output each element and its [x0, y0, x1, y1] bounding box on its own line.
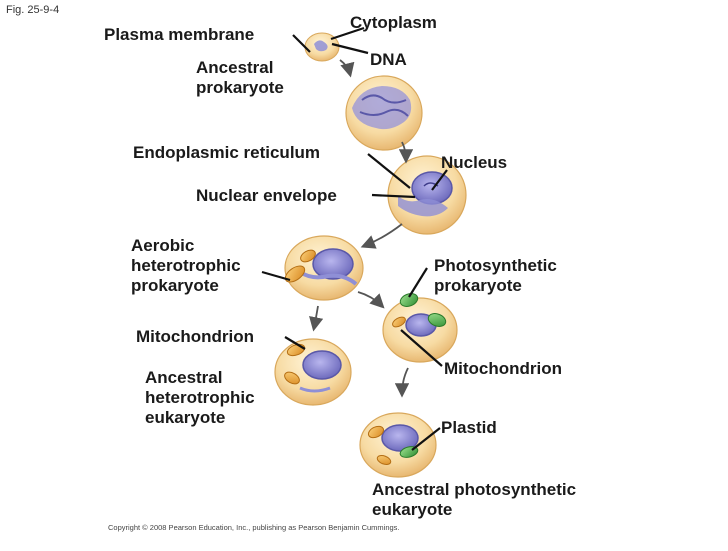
label-mitochondrion-right: Mitochondrion	[444, 359, 563, 378]
label-plastid: Plastid	[441, 418, 497, 437]
label-aerobic-line3: prokaryote	[131, 276, 219, 295]
nucleated-cell	[387, 155, 467, 235]
arrow-6	[394, 367, 410, 398]
label-ape-line1: Ancestral photosynthetic	[372, 480, 577, 499]
label-ahe-line3: eukaryote	[145, 408, 226, 427]
label-ancestral-prokaryote-line1: Ancestral	[196, 58, 274, 77]
label-cytoplasm: Cytoplasm	[350, 13, 437, 32]
engulfing-cell	[284, 235, 364, 301]
label-aerobic-line1: Aerobic	[131, 236, 195, 255]
process-arrows	[309, 59, 414, 398]
leader-aerobic-prokaryote	[261, 270, 291, 282]
leader-plastid	[411, 427, 441, 451]
label-aerobic-line2: heterotrophic	[131, 256, 241, 275]
arrow-2	[398, 141, 414, 164]
label-plasma-membrane: Plasma membrane	[104, 25, 255, 44]
leader-photosynthetic-prokaryote	[408, 267, 428, 298]
leader-lines	[261, 26, 448, 451]
label-mitochondrion-left: Mitochondrion	[136, 327, 255, 346]
leader-nucleus	[431, 169, 448, 191]
ancestral-photosynthetic-eukaryote-cell	[359, 412, 437, 478]
label-ape-line2: eukaryote	[372, 500, 453, 519]
leader-plasma-membrane	[292, 34, 311, 53]
label-photosynthetic-line1: Photosynthetic	[434, 256, 557, 275]
label-photosynthetic-line2: prokaryote	[434, 276, 522, 295]
leader-mitochondrion-right	[400, 329, 443, 367]
leader-dna	[331, 42, 369, 55]
label-aerobic-heterotrophic-prokaryote: Aerobic heterotrophic prokaryote	[131, 236, 241, 296]
ancestral-prokaryote-cell	[345, 75, 423, 151]
arrow-5	[357, 291, 385, 309]
figure-label: Fig. 25-9-4	[6, 4, 60, 16]
label-ancestral-heterotrophic-eukaryote: Ancestral heterotrophic eukaryote	[145, 368, 255, 428]
label-ancestral-prokaryote: Ancestral prokaryote	[196, 58, 284, 98]
engulfing-photosynthetic-cell	[382, 293, 458, 363]
label-ancestral-photosynthetic-eukaryote: Ancestral photosynthetic eukaryote	[372, 480, 576, 520]
arrow-1	[339, 59, 355, 78]
label-ahe-line1: Ancestral	[145, 368, 223, 387]
label-nuclear-envelope: Nuclear envelope	[196, 186, 337, 205]
label-endoplasmic-reticulum: Endoplasmic reticulum	[133, 143, 321, 162]
label-photosynthetic-prokaryote: Photosynthetic prokaryote	[434, 256, 557, 296]
leader-nuclear-envelope	[371, 193, 416, 199]
copyright-notice: Copyright © 2008 Pearson Education, Inc.…	[108, 523, 400, 532]
leader-cytoplasm	[330, 26, 365, 41]
ancestral-prokaryote-small-cell	[304, 32, 340, 62]
label-dna: DNA	[370, 50, 407, 69]
arrow-4	[309, 305, 324, 332]
label-ancestral-prokaryote-line2: prokaryote	[196, 78, 284, 97]
leader-endoplasmic-reticulum	[367, 153, 411, 189]
leader-mitochondrion-left	[284, 336, 306, 350]
arrow-3	[360, 223, 403, 249]
label-nucleus: Nucleus	[441, 153, 508, 172]
label-ahe-line2: heterotrophic	[145, 388, 255, 407]
ancestral-heterotrophic-eukaryote-cell	[274, 338, 352, 406]
